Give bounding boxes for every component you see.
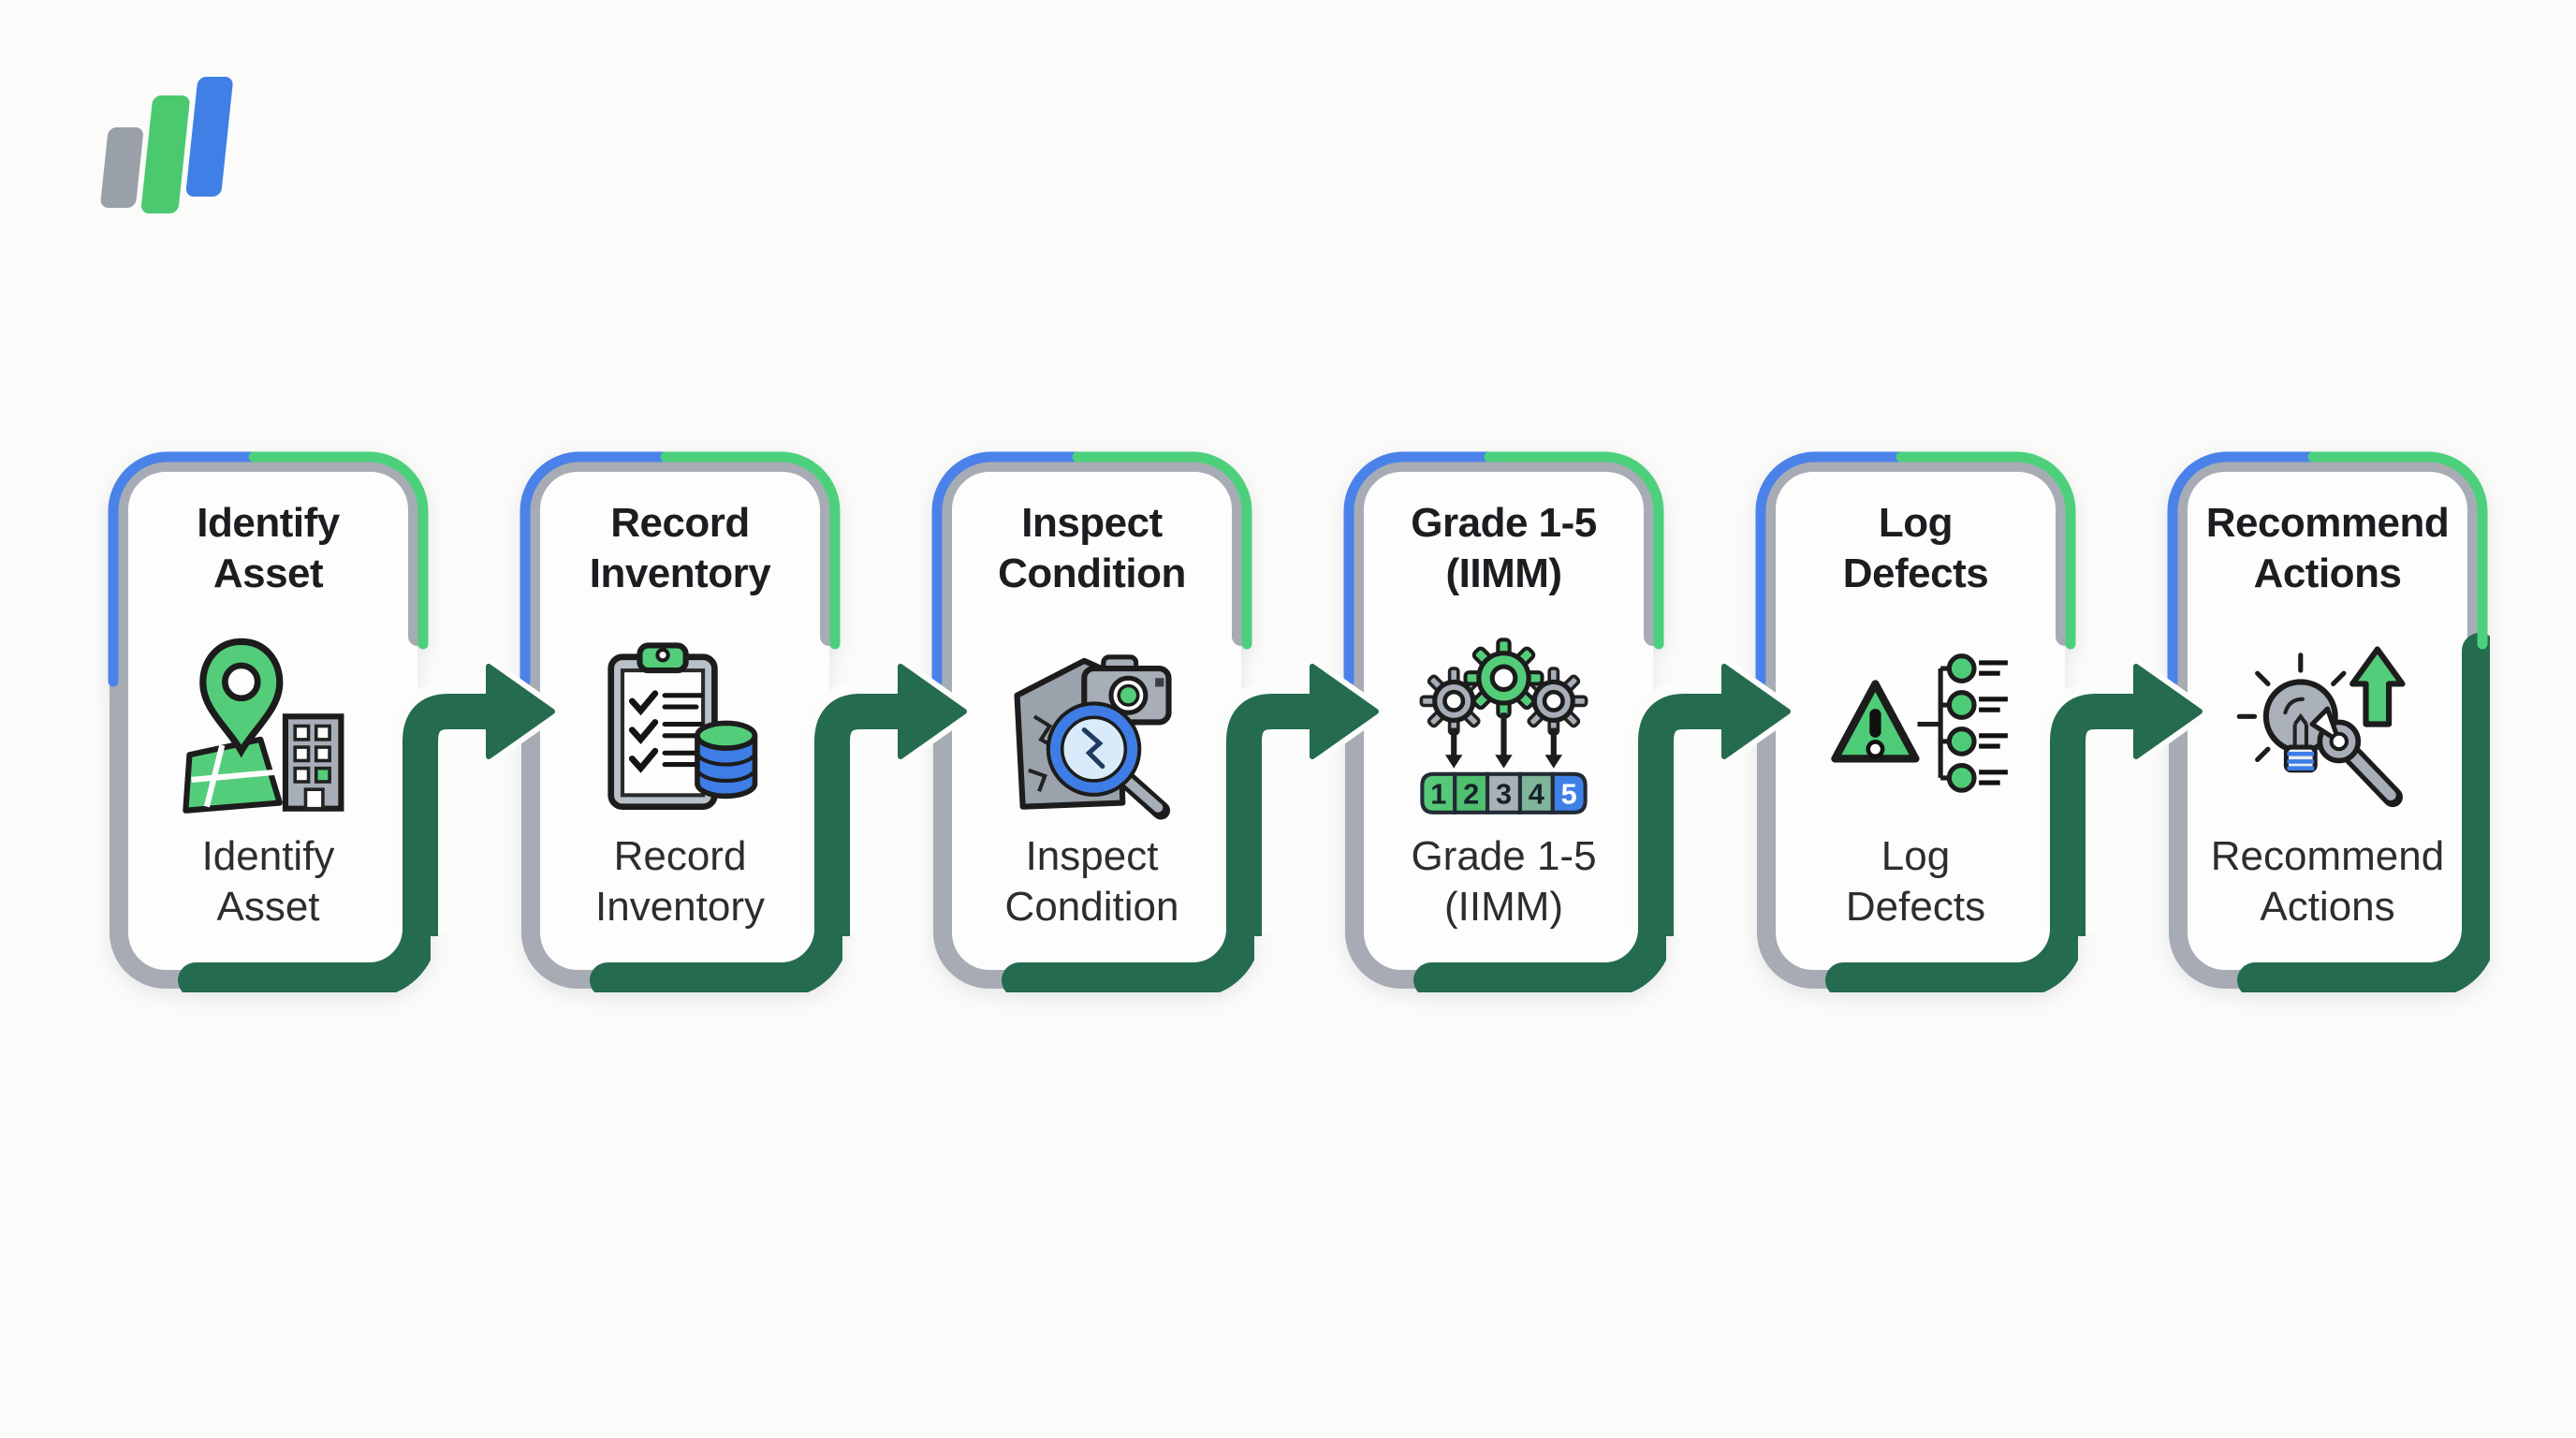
scale-number: 4 — [1529, 777, 1544, 810]
scale-number: 1 — [1430, 777, 1446, 810]
caption-line: Asset — [216, 884, 320, 930]
gear-center-icon — [1463, 637, 1544, 718]
caption-line: Actions — [2260, 884, 2395, 930]
caption-line: Identify — [201, 833, 335, 879]
gear-right-icon — [1519, 666, 1588, 736]
caption-line: Defects — [1845, 884, 1986, 930]
step-icon-area — [518, 624, 842, 824]
bar-chart-logo-icon — [100, 77, 233, 213]
title-line: Recommend — [2205, 500, 2450, 546]
caption-line: Record — [613, 833, 747, 879]
gear-left-icon — [1419, 666, 1488, 736]
logo-bar-green — [141, 95, 190, 213]
step-icon-area — [106, 624, 431, 824]
caption-line: (IIMM) — [1443, 884, 1564, 930]
step-icon-area — [1753, 624, 2078, 824]
step-icon-area — [929, 624, 1254, 824]
caption-line: Inspect — [1025, 833, 1159, 879]
map-pin-building-icon — [183, 638, 344, 814]
up-arrow-icon — [2349, 645, 2406, 727]
step-icon-area — [2165, 624, 2490, 824]
step-title: Grade 1-5(IIMM) — [1354, 498, 1653, 599]
title-line: Asset — [212, 550, 324, 596]
wrench-icon — [2309, 706, 2403, 807]
defect-list-items — [1946, 653, 2008, 793]
crack-camera-magnifier-icon — [1014, 653, 1172, 819]
warning-defect-list-icon — [1831, 653, 2008, 793]
bulb-arrow-wrench-icon — [2236, 645, 2406, 807]
caption-line: Log — [1881, 833, 1951, 879]
title-line: Log — [1878, 500, 1954, 546]
step-caption: Grade 1-5 (IIMM) — [1351, 831, 1657, 932]
caption-line: Inventory — [595, 884, 765, 930]
caption-line: Grade 1-5 — [1411, 833, 1597, 879]
card-border — [108, 451, 431, 992]
scale-number: 2 — [1463, 777, 1479, 810]
caption-line: Condition — [1004, 884, 1179, 930]
step-card-grade-iimm: Grade 1-5(IIMM) — [1341, 449, 1666, 992]
title-line: (IIMM) — [1445, 550, 1562, 596]
clipboard-database-icon — [607, 641, 758, 810]
logo-bar-gray — [100, 127, 143, 208]
step-icon-area: 1 2 3 4 5 — [1341, 624, 1666, 824]
title-line: Inspect — [1021, 500, 1163, 546]
scale-number: 5 — [1561, 777, 1577, 810]
caption-line: Recommend — [2210, 833, 2445, 879]
title-line: Condition — [998, 550, 1186, 596]
title-line: Record — [610, 500, 750, 546]
title-line: Inventory — [589, 550, 771, 596]
title-line: Identify — [197, 500, 340, 546]
title-line: Actions — [2253, 550, 2402, 596]
scale-number: 3 — [1496, 777, 1512, 810]
rating-scale-1-5: 1 2 3 4 5 — [1420, 771, 1588, 814]
title-line: Defects — [1842, 550, 1989, 596]
logo-bar-blue — [185, 77, 233, 197]
gears-rating-scale-icon: 1 2 3 4 5 — [1419, 637, 1588, 814]
title-line: Grade 1-5 — [1411, 500, 1597, 546]
